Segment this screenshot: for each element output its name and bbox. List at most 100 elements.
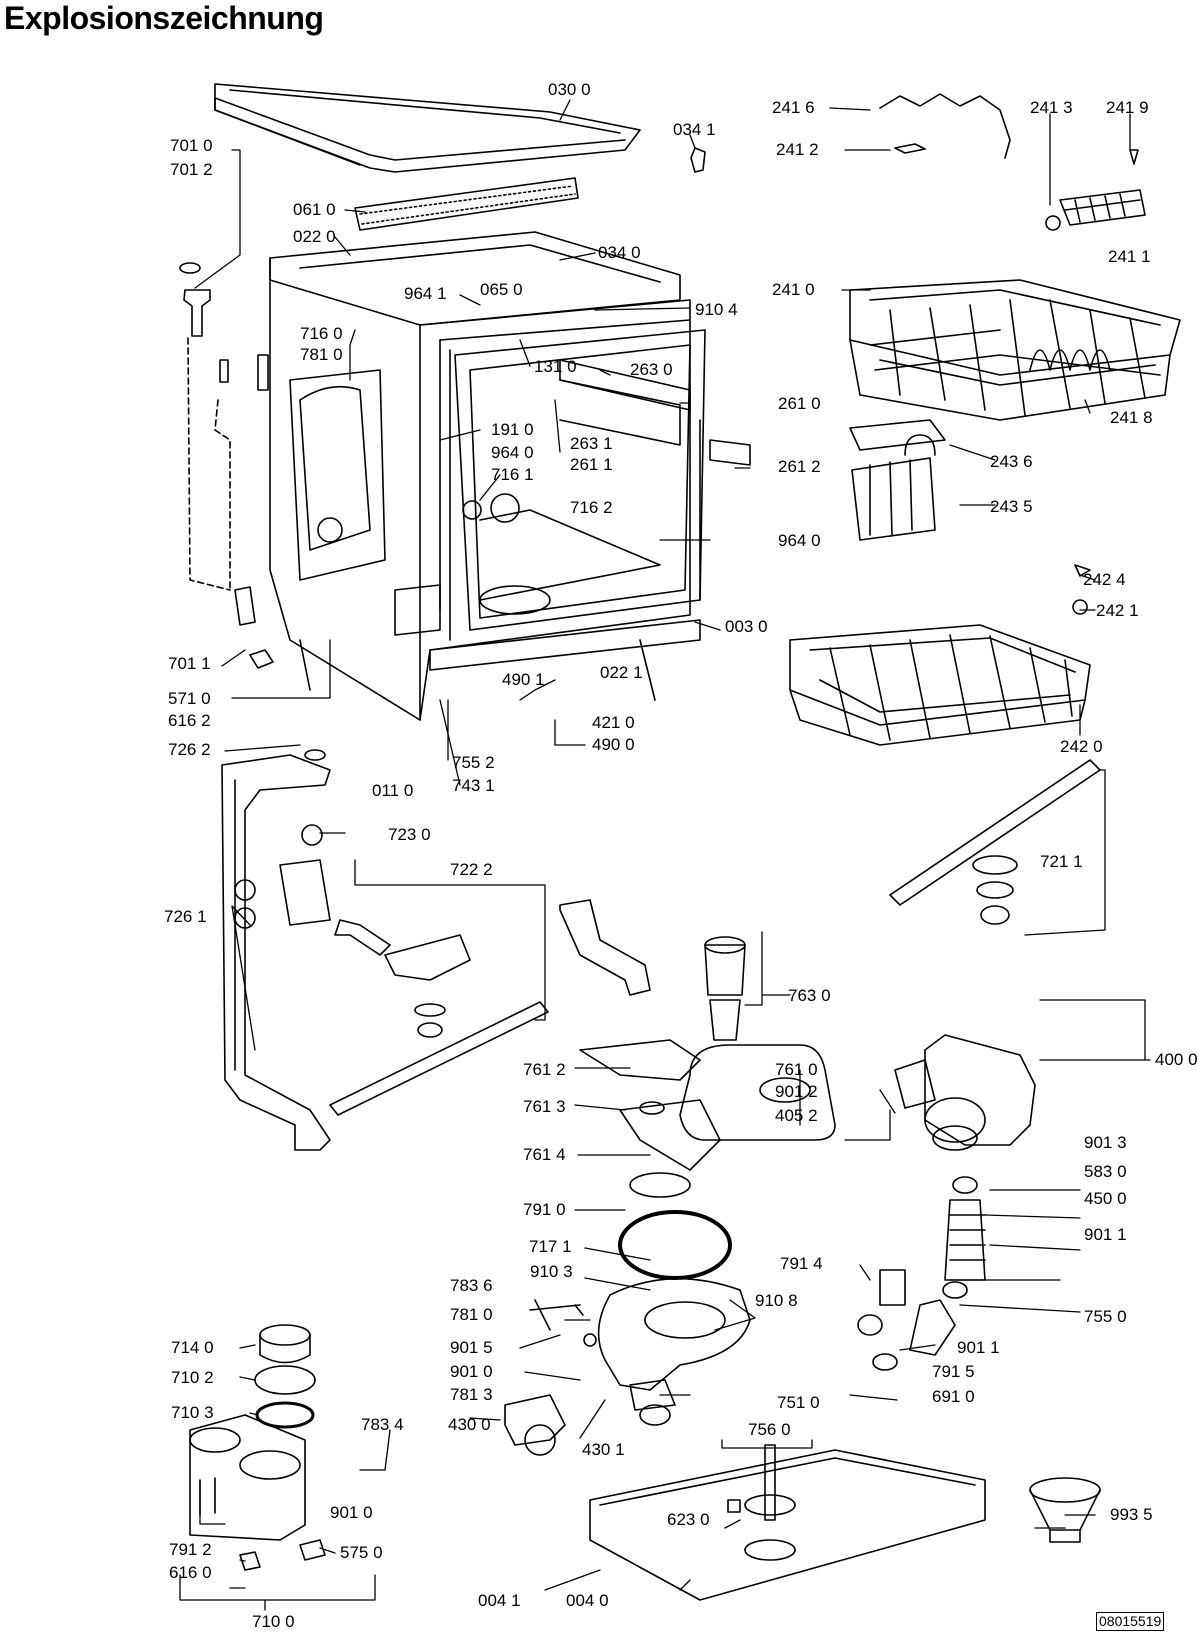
part-label-241-6: 241 6	[772, 98, 815, 117]
part-label-791-5: 791 5	[932, 1362, 975, 1381]
part-label-034-1: 034 1	[673, 120, 716, 139]
part-label-910-8: 910 8	[755, 1291, 798, 1310]
part-label-761-3: 761 3	[523, 1097, 566, 1116]
part-label-261-2: 261 2	[778, 457, 821, 476]
part-label-034-0: 034 0	[598, 243, 641, 262]
part-label-743-1: 743 1	[452, 776, 495, 795]
leader-lines	[179, 99, 1151, 1611]
water-softener-part	[189, 1324, 326, 1571]
part-label-242-4: 242 4	[1083, 570, 1126, 589]
upper-spray-arm-part	[889, 759, 1101, 925]
part-label-030-0: 030 0	[548, 80, 591, 99]
part-label-241-1: 241 1	[1108, 247, 1151, 266]
lower-spray-arm-part	[279, 824, 549, 1116]
part-label-721-1: 721 1	[1040, 852, 1083, 871]
part-label-241-0: 241 0	[772, 280, 815, 299]
part-label-241-2: 241 2	[776, 140, 819, 159]
part-label-781-3: 781 3	[450, 1385, 493, 1404]
base-plate-part	[589, 1444, 986, 1601]
part-label-003-0: 003 0	[725, 617, 768, 636]
part-label-261-1: 261 1	[570, 455, 613, 474]
part-label-263-1: 263 1	[570, 434, 613, 453]
part-label-714-0: 714 0	[171, 1338, 214, 1357]
part-label-726-1: 726 1	[164, 907, 207, 926]
part-label-575-0: 575 0	[340, 1543, 383, 1562]
part-label-791-2: 791 2	[169, 1540, 212, 1559]
part-label-901-0-a: 901 0	[450, 1362, 493, 1381]
part-label-993-5: 993 5	[1110, 1505, 1153, 1524]
part-label-616-0: 616 0	[169, 1563, 212, 1582]
part-label-583-0: 583 0	[1084, 1162, 1127, 1181]
water-supply-pipe-part	[221, 749, 331, 1151]
cutlery-basket-part	[849, 419, 946, 541]
part-label-490-1: 490 1	[502, 670, 545, 689]
part-label-901-3: 901 3	[1084, 1133, 1127, 1152]
lower-basket-part	[789, 564, 1091, 746]
part-label-191-0: 191 0	[491, 420, 534, 439]
part-label-783-4: 783 4	[361, 1415, 404, 1434]
part-label-241-9: 241 9	[1106, 98, 1149, 117]
part-label-964-0-a: 964 0	[491, 443, 534, 462]
part-label-011-0: 011 0	[372, 781, 414, 800]
drain-pump-part	[504, 1394, 566, 1456]
part-label-761-2: 761 2	[523, 1060, 566, 1079]
document-number: 08015519	[1096, 1612, 1165, 1631]
part-label-791-0: 791 0	[523, 1200, 566, 1219]
part-label-901-0-b: 901 0	[330, 1503, 373, 1522]
part-label-571-0: 571 0	[168, 689, 211, 708]
part-label-421-0: 421 0	[592, 713, 635, 732]
part-label-243-6: 243 6	[990, 452, 1033, 471]
part-label-131-0: 131 0	[534, 357, 577, 376]
part-label-701-2: 701 2	[170, 160, 213, 179]
part-label-783-6: 783 6	[450, 1276, 493, 1295]
part-label-004-0: 004 0	[566, 1591, 609, 1610]
part-label-910-4: 910 4	[695, 300, 738, 319]
part-label-717-1: 717 1	[529, 1237, 572, 1256]
part-label-901-2: 901 2	[775, 1082, 818, 1101]
part-label-701-0: 701 0	[170, 136, 213, 155]
top-cover-part	[214, 83, 641, 173]
part-label-901-1-b: 901 1	[957, 1338, 1000, 1357]
part-label-490-0: 490 0	[592, 735, 635, 754]
part-label-756-0: 756 0	[748, 1420, 791, 1439]
part-label-710-0: 710 0	[252, 1612, 295, 1631]
part-label-400-0: 400 0	[1155, 1050, 1198, 1069]
part-label-781-0-top: 781 0	[300, 345, 343, 364]
filter-part	[559, 899, 836, 1198]
part-label-761-4: 761 4	[523, 1145, 566, 1164]
part-label-910-3: 910 3	[530, 1262, 573, 1281]
part-label-716-2: 716 2	[570, 498, 613, 517]
part-label-964-0-b: 964 0	[778, 531, 821, 550]
part-label-405-2: 405 2	[775, 1106, 818, 1125]
sealing-ring-part	[618, 1210, 732, 1280]
part-label-701-1: 701 1	[168, 654, 211, 673]
part-label-716-0: 716 0	[300, 324, 343, 343]
part-label-755-2: 755 2	[452, 753, 495, 772]
part-label-616-2: 616 2	[168, 711, 211, 730]
part-label-061-0: 061 0	[293, 200, 336, 219]
part-label-726-2: 726 2	[168, 740, 211, 759]
part-label-261-0: 261 0	[778, 394, 821, 413]
part-label-004-1: 004 1	[478, 1591, 521, 1610]
part-label-791-4: 791 4	[780, 1254, 823, 1273]
part-label-901-5: 901 5	[450, 1338, 493, 1357]
page-title: Explosionszeichnung	[4, 0, 324, 36]
part-label-716-1: 716 1	[491, 465, 534, 484]
part-label-755-0: 755 0	[1084, 1307, 1127, 1326]
part-label-763-0: 763 0	[788, 986, 831, 1005]
clip-part	[690, 147, 706, 173]
part-label-450-0: 450 0	[1084, 1189, 1127, 1208]
sump-part	[529, 1277, 751, 1426]
part-label-964-1: 964 1	[404, 284, 447, 303]
part-label-691-0: 691 0	[932, 1387, 975, 1406]
upper-basket-part	[849, 279, 1181, 421]
circulation-pump-part	[894, 1034, 1036, 1151]
part-label-065-0: 065 0	[480, 280, 523, 299]
part-label-781-0-bot: 781 0	[450, 1305, 493, 1324]
hose-part	[179, 262, 274, 669]
part-label-761-0: 761 0	[775, 1060, 818, 1079]
part-label-710-3: 710 3	[171, 1403, 214, 1422]
part-label-022-0: 022 0	[293, 227, 336, 246]
part-label-623-0: 623 0	[667, 1510, 710, 1529]
part-label-243-5: 243 5	[990, 497, 1033, 516]
